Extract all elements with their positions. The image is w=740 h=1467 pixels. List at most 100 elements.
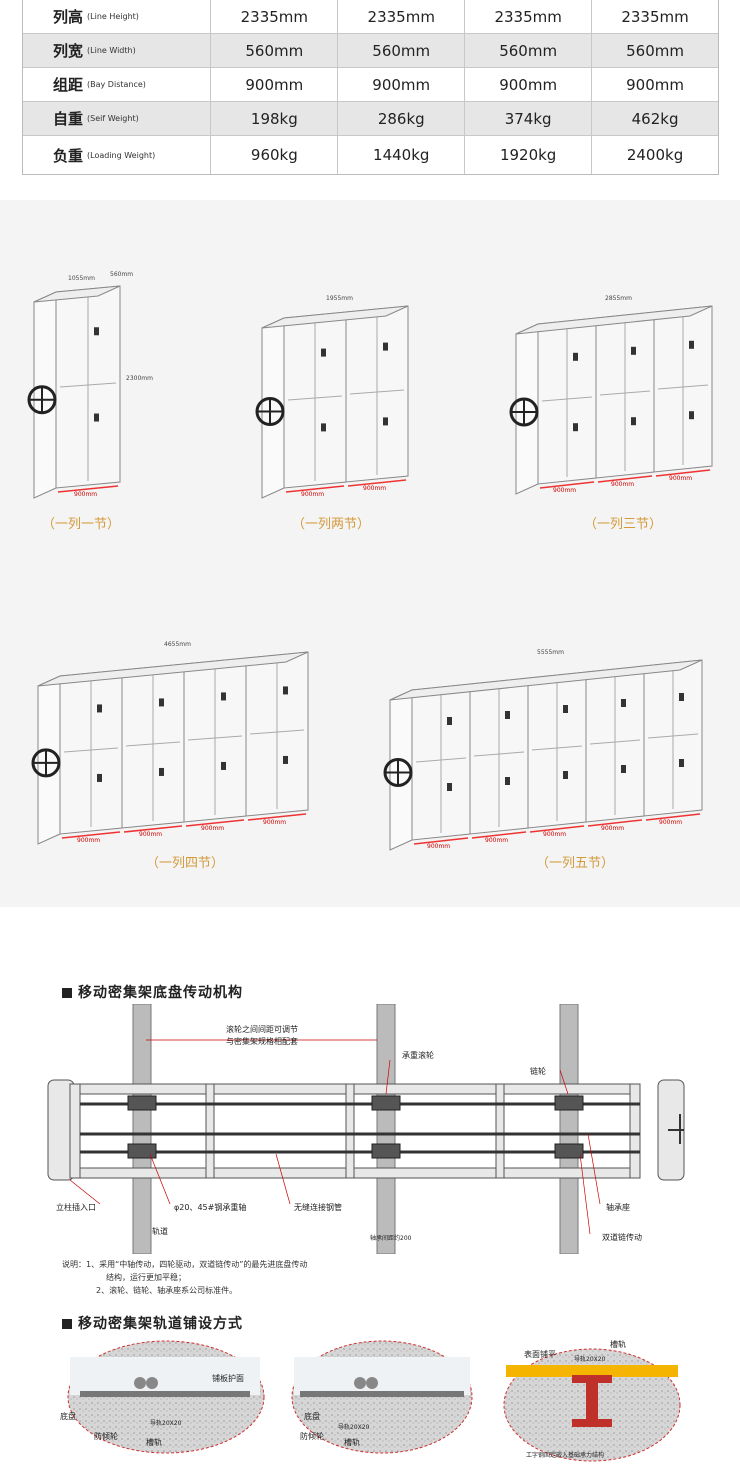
spec-value: 1920kg (464, 136, 591, 174)
spec-value: 560mm (337, 34, 464, 67)
rail-section-1: 底盘 铺板护面 防倾轮 导轨20X20 槽轨 (60, 1340, 265, 1454)
note-line-2: 结构，运行更加平稳； (106, 1273, 186, 1282)
label-surface: 表面铺平 (524, 1349, 556, 1359)
mechanism-title: 移动密集架底盘传动机构 (62, 982, 243, 1002)
label-bearing-seat: 轴承座 (606, 1202, 630, 1212)
bay-width-label: 900mm (77, 837, 100, 844)
bay-width-label: 900mm (201, 825, 224, 832)
label-axle: φ20、45#钢承重轴 (174, 1202, 246, 1212)
spec-label: 组距(Bay Distance) (23, 68, 210, 101)
bay-width-label: 900mm (139, 831, 162, 838)
spec-value: 2400kg (591, 136, 718, 174)
label-slot-3: 槽轨 (610, 1339, 626, 1349)
hand-wheel-icon (509, 397, 539, 427)
overall-width-label: 1055mm (68, 275, 95, 282)
bay-width-label: 900mm (543, 831, 566, 838)
label-anti-tilt-1: 防倾轮 (94, 1431, 118, 1441)
caption-five-bay: （一列五节） (536, 856, 615, 871)
crank-handle-icon (668, 1114, 684, 1144)
caption-two-bay: （一列两节） (292, 517, 371, 532)
spec-value: 900mm (210, 68, 337, 101)
label-guide-2: 导轨20X20 (338, 1423, 370, 1431)
cabinet-five-bay: 900mm 900mm 900mm 900mm 900mm 5555mm (383, 649, 703, 851)
spec-label-en: (Line Height) (87, 12, 139, 21)
rail-title: 移动密集架轨道铺设方式 (62, 1313, 243, 1333)
spec-value: 560mm (591, 34, 718, 67)
spec-label: 列高(Line Height) (23, 0, 210, 33)
rail-diagram: 底盘 铺板护面 防倾轮 导轨20X20 槽轨 底盘 防倾轮 导轨20X20 槽轨… (60, 1339, 681, 1462)
bay-width-label: 900mm (601, 825, 624, 832)
label-steel: 工字钢固定嵌入基础承力结构 (526, 1451, 604, 1459)
cabinet-four-bay: 900mm 900mm 900mm 900mm 4655mm (31, 641, 309, 845)
label-track: 轨道 (152, 1226, 168, 1236)
vertical-tracks (132, 1004, 579, 1254)
overall-width-label: 5555mm (537, 649, 564, 656)
spec-value: 2335mm (210, 0, 337, 33)
cabinet-drawings: 900mm1055mm2300mm560mm900mm900mm1955mm90… (27, 271, 713, 851)
caption-one-bay: （一列一节） (42, 517, 121, 532)
spec-value: 462kg (591, 102, 718, 135)
label-chain-wheel: 链轮 (530, 1066, 546, 1076)
spec-label-cn: 列高 (53, 8, 84, 26)
spec-value: 900mm (591, 68, 718, 101)
bay-width-label: 900mm (363, 485, 386, 492)
label-tube: 无缝连接钢管 (294, 1202, 342, 1212)
bay-width-label: 900mm (427, 843, 450, 850)
label-board: 铺板护面 (212, 1373, 244, 1383)
label-guide-1: 导轨20X20 (150, 1419, 182, 1427)
spec-value: 198kg (210, 102, 337, 135)
mechanism-notes: 说明：1、采用“中轴传动，四轮驱动，双道链传动”的最先进底盘传动 结构，运行更加… (62, 1258, 307, 1297)
rail-section-3: 表面铺平 槽轨 导轨20X20 工字钢固定嵌入基础承力结构 (503, 1339, 681, 1462)
label-spacing-2: 与密集架规格相配套 (226, 1036, 298, 1046)
label-anti-tilt-2: 防倾轮 (300, 1431, 324, 1441)
spec-label-cn: 负重 (53, 146, 84, 165)
bay-width-label: 900mm (659, 819, 682, 826)
spec-label: 负重(Loading Weight) (23, 136, 210, 174)
label-spacing-1: 滚轮之间间距可调节 (226, 1024, 298, 1034)
leader-lines (69, 1039, 601, 1235)
label-track-distance: 轴承间距约200 (370, 1234, 412, 1242)
spec-label-cn: 列宽 (53, 42, 84, 60)
label-guide-3: 导轨20X20 (574, 1355, 606, 1363)
hand-wheel-icon (383, 758, 413, 787)
spec-label-en: (Line Width) (87, 46, 136, 55)
caption-three-bay: （一列三节） (584, 517, 663, 532)
bay-width-label: 900mm (485, 837, 508, 844)
spec-label-cn: 组距 (53, 76, 84, 94)
note-line-3: 2、滚轮、链轮、轴承座系公司标准件。 (96, 1286, 238, 1295)
spec-value: 900mm (464, 68, 591, 101)
spec-label-en: (Seif Weight) (87, 114, 139, 123)
hand-wheel-icon (255, 397, 285, 426)
overall-width-label: 4655mm (164, 641, 191, 648)
label-floor-1: 底盘 (60, 1411, 76, 1421)
label-slot-1: 槽轨 (146, 1437, 162, 1447)
bay-width-label: 900mm (669, 475, 692, 482)
spec-label: 列宽(Line Width) (23, 34, 210, 67)
label-floor-2: 底盘 (304, 1411, 320, 1421)
bay-width-label: 900mm (263, 819, 286, 826)
spec-value: 560mm (210, 34, 337, 67)
label-heavy-wheel: 承重滚轮 (402, 1050, 434, 1060)
spec-label-en: (Loading Weight) (87, 150, 156, 160)
steel-tubes (80, 1102, 640, 1154)
overall-width-label: 1955mm (326, 295, 353, 302)
spec-value: 286kg (337, 102, 464, 135)
spec-value: 2335mm (464, 0, 591, 33)
rail-section-2: 底盘 防倾轮 导轨20X20 槽轨 (291, 1340, 473, 1454)
height-label: 2300mm (126, 375, 153, 382)
spec-value: 560mm (464, 34, 591, 67)
hand-wheel-icon (27, 385, 57, 415)
overall-width-label: 2855mm (605, 295, 632, 302)
spec-value: 2335mm (337, 0, 464, 33)
label-slot-2: 槽轨 (344, 1437, 360, 1447)
chassis-diagram: 滚轮之间间距可调节 与密集架规格相配套 承重滚轮 链轮 立柱插入口 φ20、45… (47, 1004, 685, 1254)
spec-value: 2335mm (591, 0, 718, 33)
note-line-1: 说明：1、采用“中轴传动，四轮驱动，双道链传动”的最先进底盘传动 (62, 1260, 308, 1269)
spec-value: 1440kg (337, 136, 464, 174)
